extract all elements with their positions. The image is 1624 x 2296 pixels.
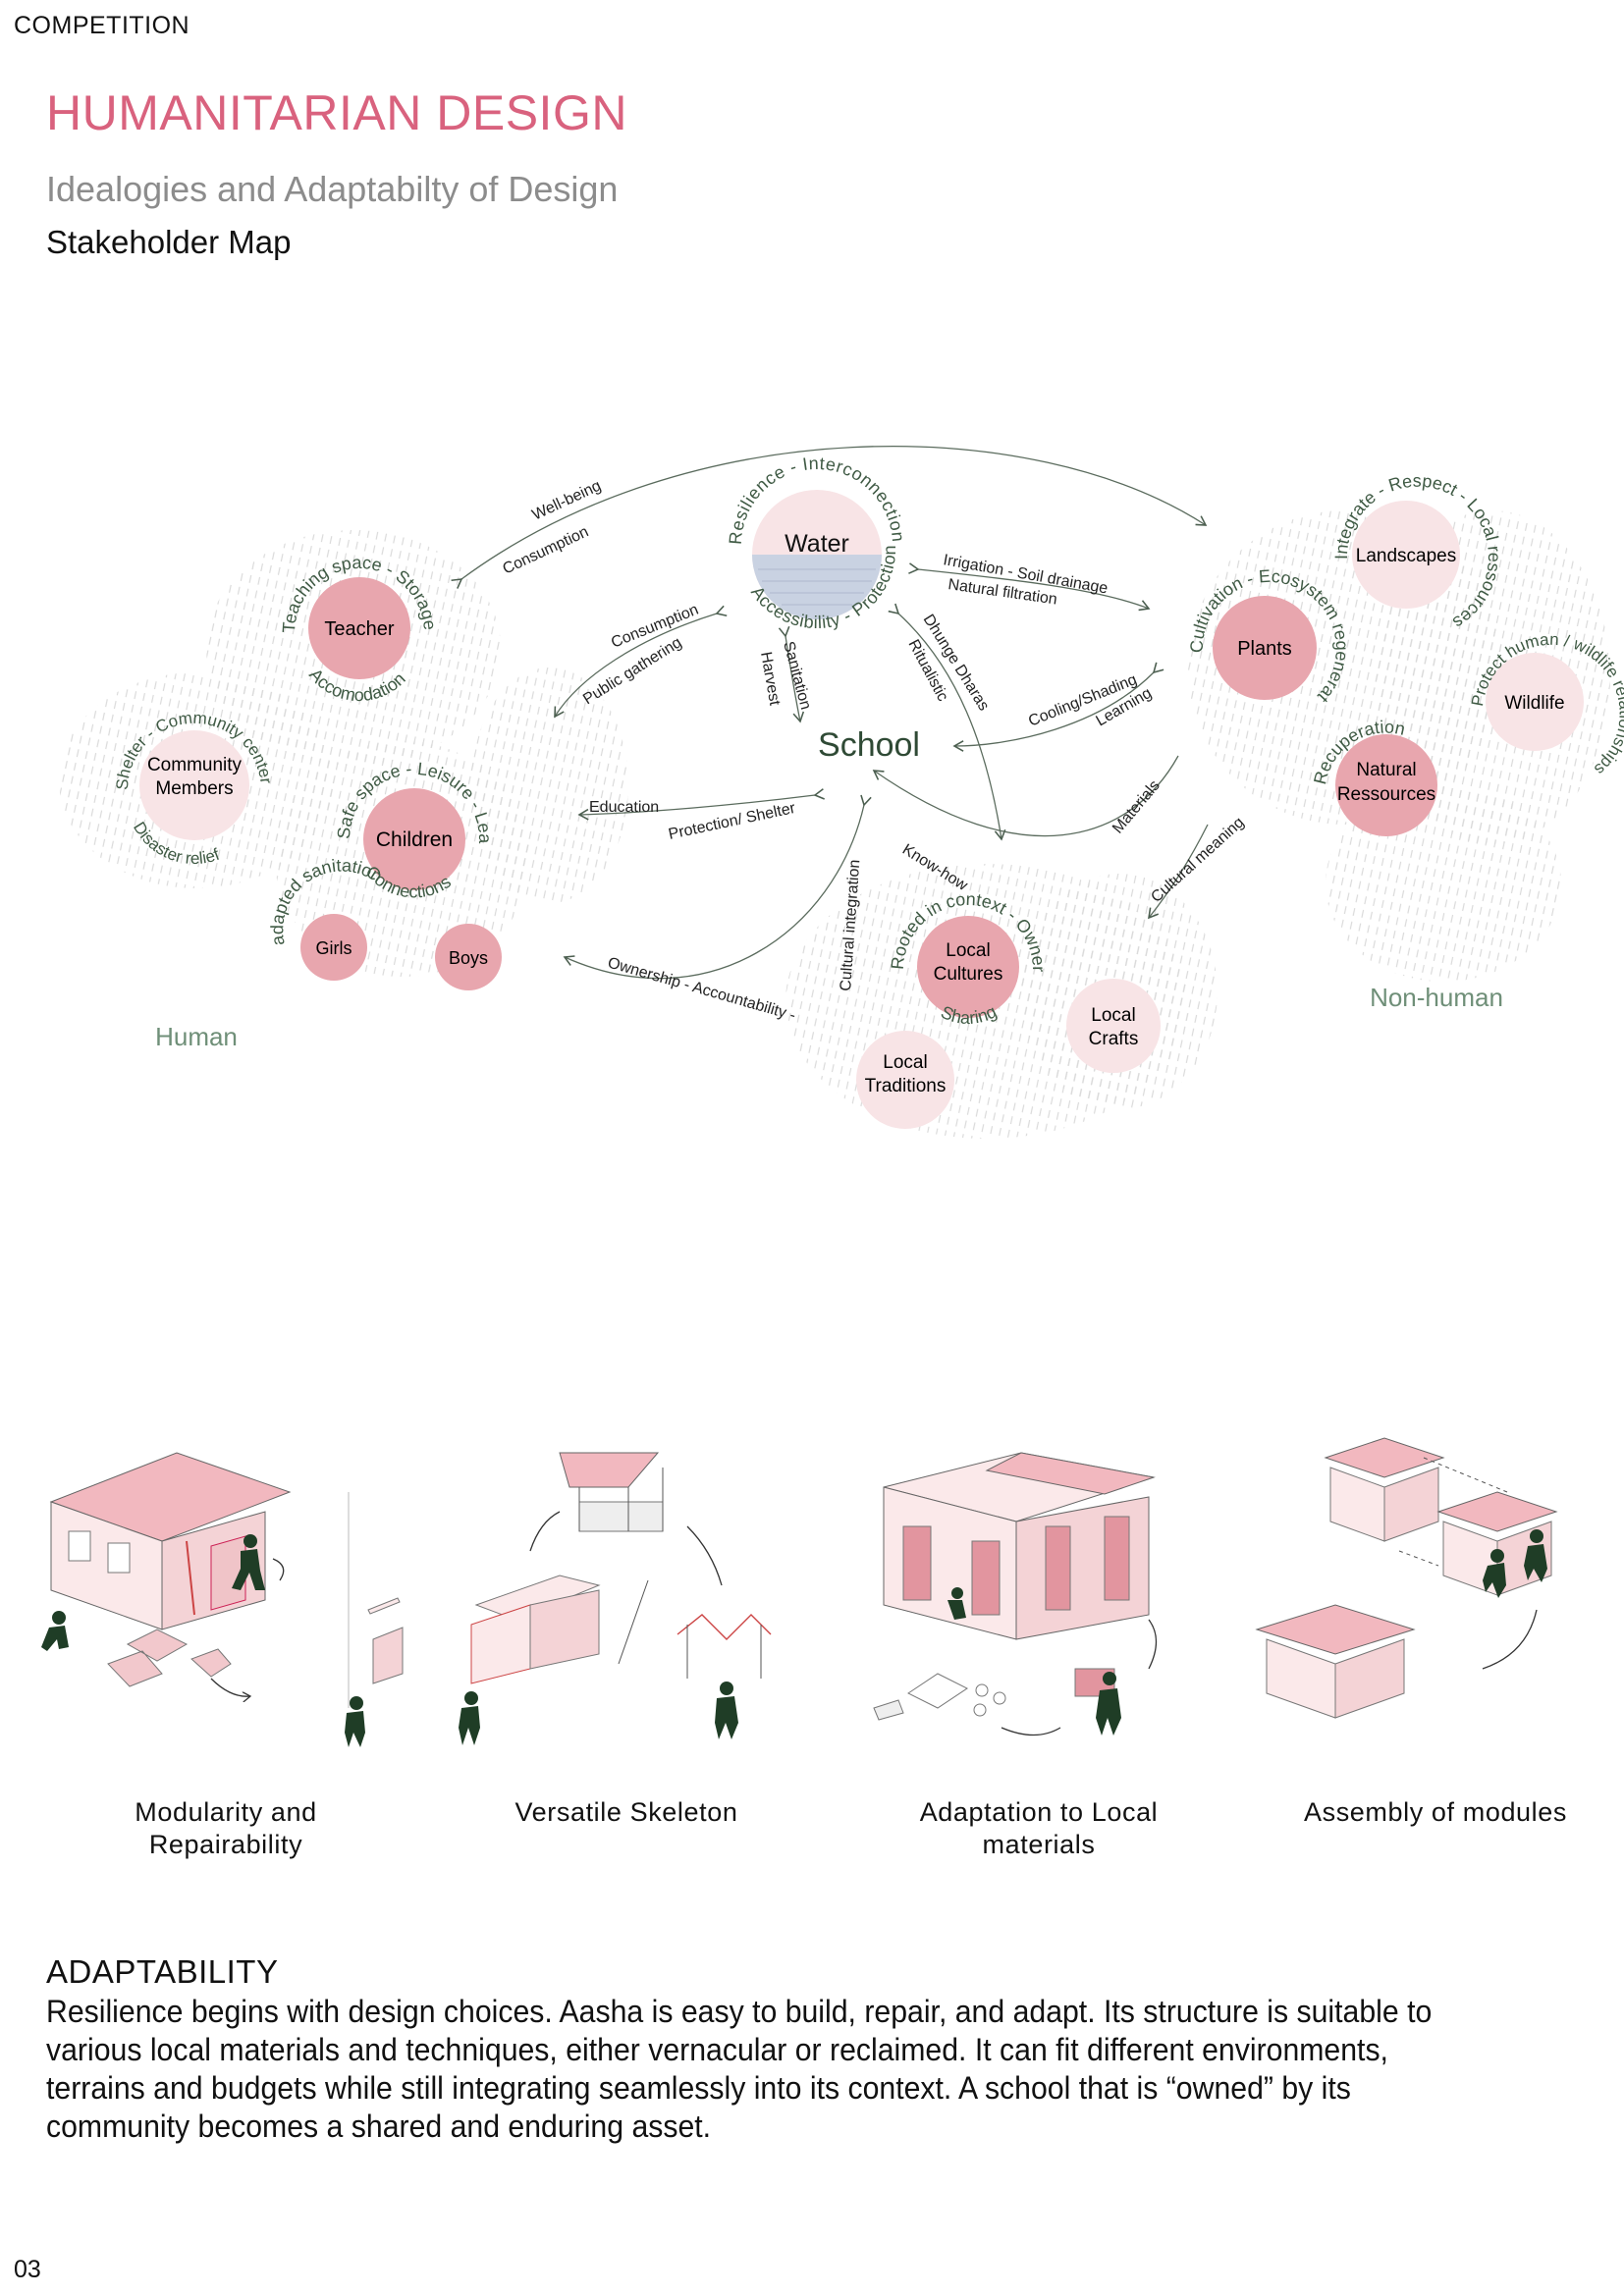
local-traditions-label-2: Traditions — [865, 1076, 947, 1096]
caption-modularity-line-1: Modularity and — [135, 1797, 317, 1827]
local-cultures-node: Local Cultures — [917, 916, 1019, 1018]
assembly-illustration — [1255, 1437, 1558, 1719]
caption-modularity-line-2: Repairability — [148, 1830, 303, 1859]
label-consumption: Consumption — [609, 602, 701, 652]
caption-versatile-skeleton: Versatile Skeleton — [450, 1796, 803, 1829]
label-sanitation: Sanitation — [780, 640, 814, 712]
frame-pieces-illustration — [345, 1492, 404, 1747]
local-traditions-label-1: Local — [883, 1052, 927, 1073]
community-node: Community Members — [139, 730, 249, 840]
page-subtitle: Idealogies and Adaptabilty of Design — [46, 169, 619, 209]
water-label: Water — [785, 530, 849, 558]
link-sanitation — [778, 625, 805, 723]
community-label-2: Members — [155, 778, 233, 799]
non-human-group-label: Non-human — [1370, 983, 1503, 1012]
landscapes-node: Landscapes — [1352, 501, 1460, 609]
plants-ring: Cultivation - Ecosystem regeneration — [0, 412, 1352, 707]
label-materials: Materials — [1110, 777, 1164, 837]
boys-node: Boys — [435, 924, 502, 990]
caption-modularity: Modularity and Repairability — [49, 1796, 403, 1861]
link-materials — [872, 755, 1179, 837]
label-public-gathering: Public gathering — [580, 634, 684, 708]
water-node: Water — [752, 490, 882, 619]
map-title: Stakeholder Map — [46, 224, 292, 260]
caption-adaptation-line-2: materials — [982, 1830, 1096, 1859]
label-cultural-meaning: Cultural meaning — [1148, 814, 1247, 906]
adaptation-illustration — [873, 1452, 1158, 1736]
children-label: Children — [376, 828, 453, 851]
section-kicker: COMPETITION — [14, 12, 190, 39]
label-ownership: Ownership - Accountability - — [606, 955, 797, 1025]
link-wellbeing — [451, 446, 1208, 589]
caption-assembly-line-1: Assembly of modules — [1303, 1797, 1567, 1827]
caption-skeleton-line-1: Versatile Skeleton — [514, 1797, 738, 1827]
human-group-label: Human — [155, 1022, 238, 1051]
versatile-skeleton-illustration — [459, 1452, 772, 1745]
stakeholder-map: Water Resilience - Interconnection - Acc… — [0, 412, 1624, 1139]
natural-resources-label-2: Ressources — [1337, 784, 1435, 805]
link-cooling — [952, 662, 1164, 752]
local-crafts-label-2: Crafts — [1089, 1029, 1139, 1049]
local-cultures-label-1: Local — [946, 940, 990, 961]
label-education: Education — [589, 799, 659, 816]
link-irrigation — [908, 562, 1151, 612]
children-node: Children — [363, 788, 465, 890]
page-number: 03 — [14, 2256, 41, 2283]
link-consumption — [554, 605, 728, 719]
local-crafts-node: Local Crafts — [1066, 979, 1161, 1073]
center-school-label: School — [818, 726, 920, 764]
link-cultural-meaning — [1148, 824, 1209, 920]
girls-node: Girls — [300, 914, 367, 981]
label-harvest: Harvest — [757, 651, 783, 708]
boys-label: Boys — [449, 948, 488, 968]
adaptability-heading: ADAPTABILITY — [46, 1953, 279, 1990]
local-crafts-label-1: Local — [1091, 1005, 1135, 1026]
wildlife-label: Wildlife — [1504, 693, 1564, 714]
caption-adaptation: Adaptation to Local materials — [862, 1796, 1216, 1861]
landscapes-label: Landscapes — [1356, 546, 1456, 566]
local-cultures-label-2: Cultures — [934, 964, 1003, 985]
label-protection-shelter: Protection/ Shelter — [667, 800, 797, 843]
plants-label: Plants — [1237, 638, 1292, 660]
girls-label: Girls — [316, 938, 352, 958]
teacher-label: Teacher — [324, 618, 394, 640]
modularity-illustration — [41, 1452, 292, 1767]
plants-node: Plants — [1213, 596, 1317, 700]
wildlife-node: Wildlife — [1486, 653, 1584, 751]
local-traditions-node: Local Traditions — [856, 1031, 954, 1129]
adaptability-body: Resilience begins with design choices. A… — [46, 1994, 1433, 2144]
natural-resources-node: Natural Ressources — [1335, 734, 1437, 836]
link-ownership — [563, 794, 872, 980]
community-label-1: Community — [147, 755, 243, 775]
caption-adaptation-line-1: Adaptation to Local — [919, 1797, 1159, 1827]
teacher-node: Teacher — [308, 577, 410, 679]
natural-resources-label-1: Natural — [1356, 760, 1416, 780]
label-consumption-top: Consumption — [501, 523, 592, 577]
caption-assembly: Assembly of modules — [1259, 1796, 1612, 1829]
page-title: HUMANITARIAN DESIGN — [46, 85, 627, 140]
